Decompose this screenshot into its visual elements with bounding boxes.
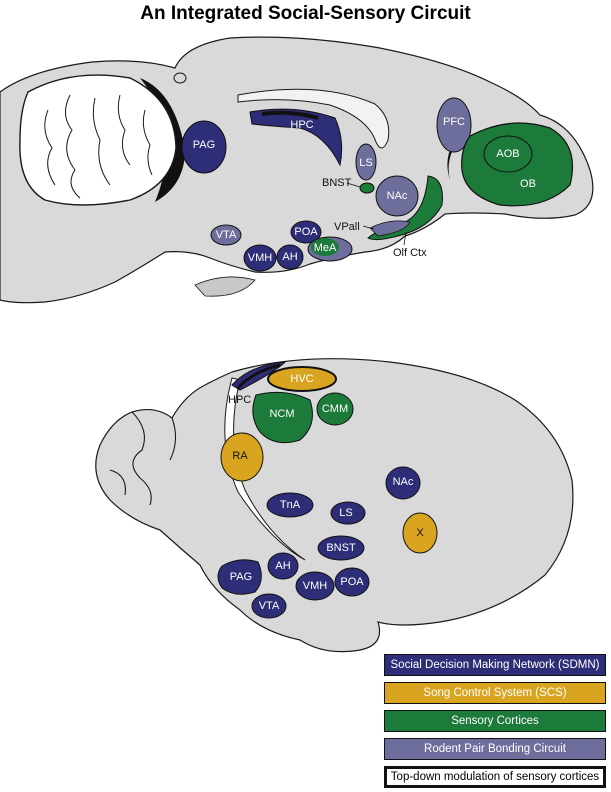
bird-label-nac: NAc bbox=[393, 476, 414, 488]
bird-label-ncm: NCM bbox=[269, 408, 294, 420]
bird-label-hpc: HPC bbox=[228, 394, 251, 406]
bird-cerebellum-folds bbox=[109, 411, 177, 506]
bird-region-vmh: VMH bbox=[295, 571, 335, 601]
rodent-label-olf-ctx: Olf Ctx bbox=[393, 247, 427, 259]
rodent-region-olf-ctx bbox=[367, 175, 443, 241]
bird-brain-outline bbox=[95, 358, 574, 653]
rodent-label-bnst: BNST bbox=[322, 177, 352, 189]
bird-regions: HVC NCM CMM RA NAc TnA LS X bbox=[217, 366, 438, 619]
rodent-region-aob: AOB bbox=[483, 135, 533, 173]
bird-region-nac: NAc bbox=[385, 466, 421, 500]
rodent-label-pag: PAG bbox=[193, 139, 215, 151]
rodent-pituitary bbox=[194, 276, 256, 297]
bird-region-pag: PAG bbox=[217, 559, 262, 595]
bird-region-tna: TnA bbox=[266, 492, 314, 518]
rodent-region-vta: VTA bbox=[210, 224, 242, 246]
rodent-region-pfc: PFC bbox=[436, 97, 472, 153]
legend-topdown: Top-down modulation of sensory cortices bbox=[384, 766, 606, 788]
rodent-label-vpall: VPall bbox=[334, 221, 360, 233]
rodent-region-mea: MeA bbox=[307, 236, 353, 262]
rodent-label-ob: OB bbox=[520, 178, 536, 190]
rodent-region-pag: PAG bbox=[181, 120, 227, 174]
bird-label-hvc: HVC bbox=[290, 373, 313, 385]
legend-pairbond: Rodent Pair Bonding Circuit bbox=[384, 738, 606, 760]
legend-scs: Song Control System (SCS) bbox=[384, 682, 606, 704]
bird-label-cmm: CMM bbox=[322, 403, 348, 415]
bird-region-ncm: NCM bbox=[252, 391, 313, 444]
rodent-regions: PAG HPC PFC OB AOB LS bbox=[181, 97, 574, 272]
rodent-region-nac: NAc bbox=[375, 175, 419, 217]
bird-label-x: X bbox=[416, 527, 424, 539]
bird-region-poa: POA bbox=[334, 567, 370, 597]
rodent-pineal-bump bbox=[173, 72, 187, 84]
bird-label-bnst: BNST bbox=[326, 542, 356, 554]
bird-label-tna: TnA bbox=[280, 499, 301, 511]
bird-region-ra: RA bbox=[220, 432, 264, 482]
rodent-region-hpc: HPC bbox=[249, 108, 343, 167]
legend-sensory: Sensory Cortices bbox=[384, 710, 606, 732]
bird-region-cmm: CMM bbox=[316, 392, 354, 426]
rodent-label-vmh: VMH bbox=[248, 252, 273, 264]
rodent-label-vta: VTA bbox=[216, 229, 237, 241]
rodent-region-poa: POA bbox=[290, 220, 322, 244]
bird-region-bnst: BNST bbox=[317, 535, 365, 561]
rodent-region-ls: LS bbox=[355, 143, 377, 181]
rodent-cerebellum-folia bbox=[44, 94, 153, 199]
bird-label-pag: PAG bbox=[230, 571, 252, 583]
rodent-label-mea: MeA bbox=[314, 242, 337, 254]
bird-brain bbox=[95, 358, 574, 653]
diagram-title: An Integrated Social-Sensory Circuit bbox=[140, 3, 471, 24]
bird-region-x: X bbox=[402, 512, 438, 554]
bird-label-vmh: VMH bbox=[303, 580, 328, 592]
bird-region-vta: VTA bbox=[251, 593, 287, 619]
rodent-region-vmh: VMH bbox=[243, 244, 277, 272]
bird-label-vta: VTA bbox=[259, 600, 280, 612]
bird-region-ls: LS bbox=[330, 501, 366, 525]
rodent-ventricle bbox=[237, 88, 390, 149]
rodent-cerebellum-shadow bbox=[140, 78, 185, 202]
bird-region-ah: AH bbox=[267, 552, 299, 580]
rodent-label-hpc: HPC bbox=[290, 119, 313, 131]
rodent-label-poa: POA bbox=[294, 226, 318, 238]
rodent-label-pfc: PFC bbox=[443, 116, 465, 128]
rodent-region-vpall bbox=[369, 220, 411, 237]
rodent-label-ls: LS bbox=[359, 157, 372, 169]
rodent-label-nac: NAc bbox=[387, 190, 408, 202]
bird-label-ah: AH bbox=[275, 560, 290, 572]
bird-label-ra: RA bbox=[232, 450, 248, 462]
rodent-cerebellum bbox=[19, 74, 177, 206]
rodent-ob-shadow bbox=[447, 125, 468, 180]
rodent-label-ah: AH bbox=[282, 251, 297, 263]
rodent-region-bnst bbox=[359, 182, 375, 194]
bird-region-hvc: HVC bbox=[267, 366, 337, 392]
legend-sdmn: Social Decision Making Network (SDMN) bbox=[384, 654, 606, 676]
bird-label-poa: POA bbox=[340, 576, 364, 588]
rodent-region-ah: AH bbox=[276, 244, 304, 270]
rodent-label-aob: AOB bbox=[496, 148, 519, 160]
bird-label-ls: LS bbox=[339, 507, 352, 519]
